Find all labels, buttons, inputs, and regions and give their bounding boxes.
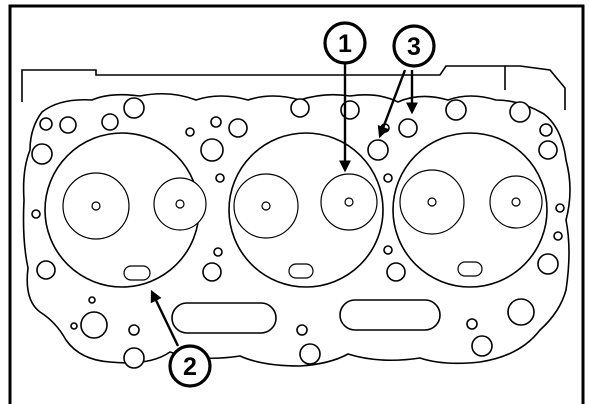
gasket-outline — [22, 92, 571, 367]
callout-3-leader-a — [377, 69, 407, 139]
figure-border — [8, 4, 585, 404]
callout-1: 1 — [323, 21, 367, 65]
callout-2-label: 2 — [183, 353, 197, 381]
callout-3-label: 3 — [407, 33, 421, 61]
callout-2-leader — [150, 289, 180, 347]
valve-center — [511, 197, 521, 207]
valve-center — [344, 197, 354, 207]
valve-center — [91, 201, 101, 211]
valve-center — [427, 197, 437, 207]
callout-3: 3 — [392, 24, 436, 68]
oil-slot — [457, 261, 483, 277]
oil-slot — [123, 265, 151, 281]
callout-1-label: 1 — [338, 30, 352, 58]
callout-2: 2 — [168, 344, 212, 388]
oil-slot — [288, 263, 314, 279]
engine-block-outline — [21, 65, 566, 110]
valve-center — [175, 199, 185, 209]
coolant-slot-left — [171, 302, 277, 334]
gasket-holes — [31, 97, 565, 369]
coolant-slot-right — [339, 299, 441, 331]
valve-center — [261, 201, 271, 211]
